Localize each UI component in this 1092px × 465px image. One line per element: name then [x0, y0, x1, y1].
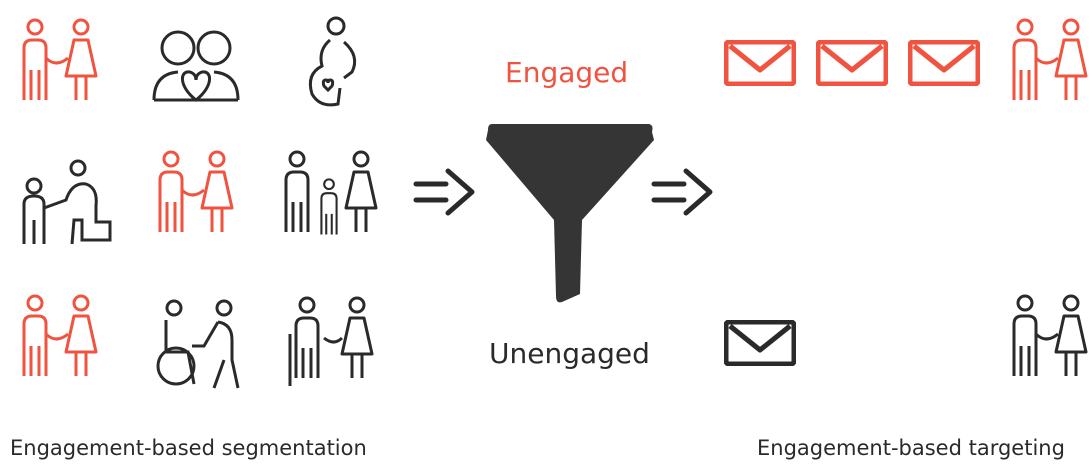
envelope-icon	[816, 40, 888, 86]
envelope-icon	[724, 40, 796, 86]
pregnant-woman-icon	[300, 16, 370, 112]
couple-icon	[1010, 294, 1092, 384]
targeting-caption: Engagement-based targeting	[757, 436, 1065, 460]
couple-icon	[1010, 18, 1092, 108]
envelope-icon	[724, 320, 796, 366]
elder-with-child-icon	[16, 159, 112, 246]
arrow-right-icon	[412, 167, 478, 217]
couple-icon	[20, 18, 100, 108]
segmentation-caption: Engagement-based segmentation	[10, 436, 367, 460]
couple-icon	[156, 150, 236, 240]
engaged-label: Engaged	[505, 56, 629, 89]
elderly-couple-icon	[286, 294, 378, 388]
couple-icon	[20, 294, 100, 384]
unengaged-label: Unengaged	[489, 337, 650, 370]
funnel-icon	[486, 124, 654, 304]
envelope-icon	[908, 40, 980, 86]
wheelchair-and-helper-icon	[152, 299, 244, 390]
arrow-right-icon	[650, 167, 716, 217]
family-with-child-icon	[282, 150, 378, 242]
couple-in-love-icon	[148, 26, 244, 106]
